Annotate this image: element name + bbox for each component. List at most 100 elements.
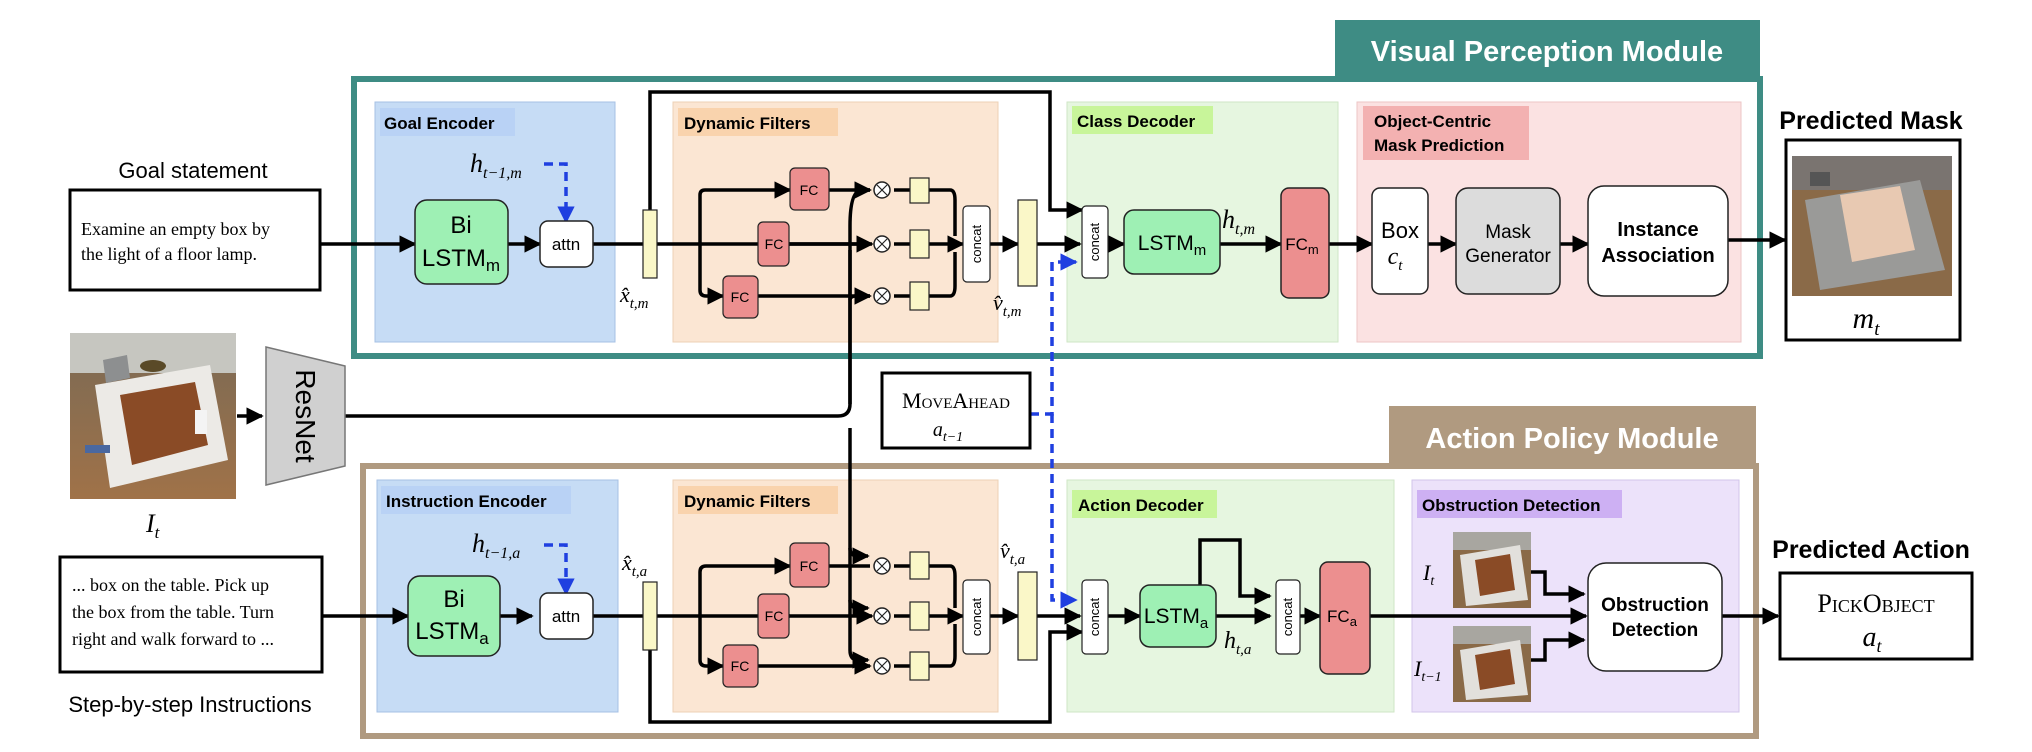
action-module-frame: Action Policy Module bbox=[360, 406, 1759, 739]
instructions-label: Step-by-step Instructions bbox=[68, 692, 311, 717]
box-ct bbox=[1371, 187, 1429, 295]
visual-fc-boxes bbox=[722, 167, 830, 319]
action-concat-1 bbox=[962, 579, 991, 655]
scene-image-label: It bbox=[145, 509, 161, 542]
class-h-t: ht,m bbox=[1222, 205, 1255, 238]
action-decoder-label: Action Decoder bbox=[1078, 496, 1204, 515]
action-concat-3-label: concat bbox=[1280, 597, 1295, 636]
goal-lstm-label: LSTMm bbox=[422, 245, 500, 275]
action-fc-1: FC bbox=[800, 558, 819, 574]
action-otimes-crosses bbox=[876, 560, 888, 672]
mask-prediction-label-2: Mask Prediction bbox=[1374, 136, 1504, 155]
resnet-label: ResNet bbox=[290, 369, 321, 463]
dashed-connectors bbox=[544, 162, 1078, 609]
instruction-text-line-2: the box from the table. Turn bbox=[72, 602, 274, 622]
goal-h-prev: ht−1,m bbox=[470, 149, 522, 182]
action-h-t: ht,a bbox=[1224, 628, 1251, 658]
goal-text-line-2: the light of a floor lamp. bbox=[81, 244, 257, 264]
fc-a-box bbox=[1319, 561, 1371, 675]
instance-association bbox=[1587, 185, 1729, 297]
scene-image bbox=[70, 333, 236, 499]
v-hat-m-label: v̂t,m bbox=[993, 290, 1022, 320]
visual-fc-3: FC bbox=[731, 289, 750, 305]
instr-attn-label: attn bbox=[552, 607, 580, 626]
visual-module-title: Visual Perception Module bbox=[1371, 36, 1723, 68]
action-concat-3 bbox=[1275, 579, 1301, 655]
predicted-mask-title: Predicted Mask bbox=[1779, 107, 1963, 135]
fc-m-label: FCm bbox=[1285, 235, 1319, 257]
obs-box-label-1: Obstruction bbox=[1601, 595, 1709, 616]
instr-h-prev: ht−1,a bbox=[472, 529, 520, 562]
instance-label-1: Instance bbox=[1617, 219, 1698, 241]
action-module-title: Action Policy Module bbox=[1425, 423, 1718, 455]
instr-bi-lstm bbox=[407, 575, 501, 657]
predicted-action-name: PickObject bbox=[1817, 589, 1934, 618]
class-decoder-tag bbox=[1072, 106, 1213, 134]
box-ct-label: ct bbox=[1388, 244, 1404, 274]
goal-statement-label: Goal statement bbox=[118, 158, 267, 183]
obs-frame-prev bbox=[1453, 626, 1531, 702]
action-dynamic-filters-panel bbox=[672, 479, 999, 713]
visual-fc-2: FC bbox=[765, 236, 784, 252]
obstruction-label: Obstruction Detection bbox=[1422, 496, 1601, 515]
obstruction-detection-box bbox=[1587, 562, 1723, 672]
fc-m-box bbox=[1280, 187, 1330, 299]
class-decoder-label: Class Decoder bbox=[1077, 112, 1195, 131]
x-hat-m-bar bbox=[642, 209, 658, 279]
action-concat-1-label: concat bbox=[969, 597, 984, 636]
previous-action-var: at−1 bbox=[933, 419, 963, 445]
instruction-encoder-label: Instruction Encoder bbox=[386, 492, 547, 511]
previous-action-box bbox=[880, 371, 1032, 450]
obs-i-prev-label: It−1 bbox=[1413, 656, 1442, 685]
goal-bi-lstm bbox=[414, 199, 509, 285]
obs-frame-t bbox=[1453, 532, 1531, 608]
goal-bi-label: Bi bbox=[450, 212, 471, 239]
action-concat-2 bbox=[1081, 579, 1109, 655]
action-fc-3: FC bbox=[731, 658, 750, 674]
action-decoder-tag bbox=[1072, 490, 1217, 518]
action-concat-2-label: concat bbox=[1087, 597, 1102, 636]
x-hat-a-label: x̂t,a bbox=[621, 550, 647, 580]
v-hat-a-label: v̂t,a bbox=[1000, 538, 1025, 568]
goal-encoder-tag bbox=[380, 108, 515, 136]
instruction-encoder-tag bbox=[381, 486, 571, 514]
predicted-action-title: Predicted Action bbox=[1772, 536, 1970, 564]
visual-concat-1-label: concat bbox=[969, 224, 984, 263]
goal-encoder-label: Goal Encoder bbox=[384, 114, 495, 133]
obs-box-label-2: Detection bbox=[1612, 620, 1699, 641]
action-fc-boxes bbox=[722, 542, 830, 688]
instruction-text-line-3: right and walk forward to ... bbox=[72, 629, 274, 649]
visual-fc-1: FC bbox=[800, 182, 819, 198]
mask-gen-label-1: Mask bbox=[1485, 222, 1531, 243]
goal-attn-label: attn bbox=[552, 235, 580, 254]
obstruction-tag bbox=[1417, 490, 1622, 518]
goal-text-line-1: Examine an empty box by bbox=[81, 219, 270, 239]
class-concat-label: concat bbox=[1087, 222, 1102, 261]
action-fc-2: FC bbox=[765, 608, 784, 624]
instr-attn-box bbox=[539, 592, 594, 640]
resnet-block bbox=[265, 346, 346, 486]
mask-prediction-tag bbox=[1363, 106, 1529, 160]
visual-filter-bars bbox=[909, 177, 930, 311]
fc-a-label: FCa bbox=[1327, 607, 1358, 629]
x-hat-a-bar bbox=[642, 581, 658, 651]
visual-concat-1 bbox=[962, 205, 991, 283]
visual-connectors bbox=[237, 90, 1787, 669]
previous-action-name: MoveAhead bbox=[902, 388, 1010, 413]
instr-bi-label: Bi bbox=[443, 586, 464, 613]
box-label: Box bbox=[1381, 218, 1419, 243]
mask-generator bbox=[1455, 187, 1561, 295]
x-hat-m-label: x̂t,m bbox=[619, 282, 649, 312]
mask-gen-label-2: Generator bbox=[1465, 246, 1551, 267]
visual-otimes-crosses bbox=[876, 184, 888, 302]
goal-statement-box bbox=[68, 188, 322, 292]
instr-lstm-label: LSTMa bbox=[415, 618, 489, 648]
instruction-box bbox=[58, 555, 324, 674]
instance-label-2: Association bbox=[1601, 245, 1714, 267]
v-hat-a-bar bbox=[1017, 571, 1038, 661]
obs-i-t-label: It bbox=[1422, 560, 1435, 589]
visual-dynamic-filters-label: Dynamic Filters bbox=[684, 114, 811, 133]
predicted-mask-var: mt bbox=[1853, 302, 1881, 340]
